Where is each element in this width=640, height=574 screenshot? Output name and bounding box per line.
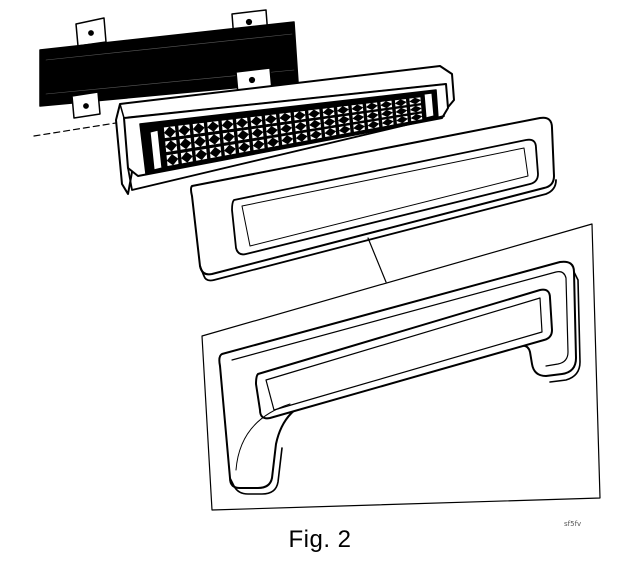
lens-prism [251,128,264,138]
lens-prism [380,100,393,109]
lens-prism [338,125,351,134]
lens-prism [221,119,234,130]
lens-prism [381,109,393,118]
lens-prism [166,154,179,166]
lens-grid-cells [163,96,424,167]
inner-trim-frame [190,116,557,282]
lens-prism [180,151,193,163]
lens-prism [178,124,191,136]
lens-prism [365,102,378,111]
outer-bezel-panel [201,223,601,511]
assembly-leader-line [367,237,387,283]
lens-prism [366,111,379,120]
lamp-housing-grid [115,65,455,195]
lens-prism [195,149,208,161]
lens-prism [208,134,221,145]
lens-prism [337,106,349,115]
lens-prism [209,146,222,158]
drawing-code: sf5fv [564,520,582,528]
lens-prism [367,120,380,129]
lens-prism [395,107,408,115]
lens-prism [281,135,294,145]
lens-prism [266,126,278,136]
lens-prism [250,116,263,126]
lens-prism [324,128,337,137]
lens-prism [267,137,279,147]
lens-prism [279,112,292,122]
lens-prism [353,123,365,132]
lens-prism [294,121,307,131]
lens-prism [192,123,205,134]
lens-prism [194,136,206,147]
lens-prism [310,130,322,140]
lens-prism [381,118,394,126]
lens-prism [207,121,220,132]
lens-prism [252,139,265,150]
lens-prism [337,115,350,124]
lens-prism [179,138,192,150]
lens-prism [237,130,250,141]
lens-prism [295,132,308,142]
lens-prism [323,117,336,127]
lens-prism [236,117,248,128]
lens-prism [409,105,422,113]
lens-prism [222,132,235,143]
lens-prism [280,124,293,134]
lens-prism [394,99,407,107]
lens-prism [409,97,422,105]
lens-prism [410,113,423,121]
lens-prism [322,107,335,117]
figure-caption: Fig. 2 [288,526,352,553]
lens-prism [224,144,236,155]
lens-prism [308,109,321,119]
lens-prism [165,140,178,152]
lens-prism [309,119,321,129]
lens-prism [351,104,364,113]
lens-prism [264,114,277,124]
lens-prism [238,142,251,153]
lens-prism [396,116,409,124]
lens-prism [352,113,365,122]
lens-prism [293,111,306,121]
lens-prism [163,126,176,138]
